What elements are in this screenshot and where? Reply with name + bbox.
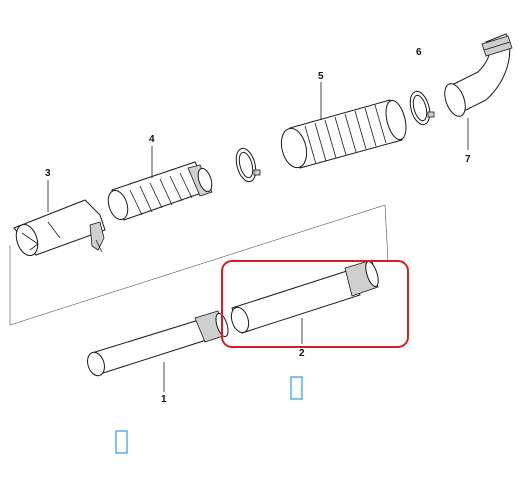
marker-box-1 [290, 376, 303, 400]
part-2-tube[interactable] [228, 259, 380, 335]
clamp-ring-right[interactable] [407, 89, 435, 127]
assembly-frame [9, 204, 389, 326]
label-part-6: 6 [416, 47, 422, 58]
label-part-2: 2 [299, 348, 305, 359]
highlight-box-part-2 [221, 260, 409, 348]
label-part-1: 1 [161, 394, 167, 405]
part-5-bellows[interactable] [278, 98, 410, 170]
clamp-ring-left[interactable] [233, 146, 261, 184]
part-4-screen-tube[interactable] [105, 161, 215, 222]
part-7-elbow[interactable] [441, 33, 513, 119]
label-part-7: 7 [465, 154, 471, 165]
part-3-nozzle[interactable] [13, 199, 106, 258]
label-part-4: 4 [149, 134, 155, 145]
marker-box-2 [115, 430, 128, 454]
label-part-5: 5 [318, 71, 324, 82]
part-1-tube[interactable] [85, 310, 231, 378]
label-part-3: 3 [45, 168, 51, 179]
